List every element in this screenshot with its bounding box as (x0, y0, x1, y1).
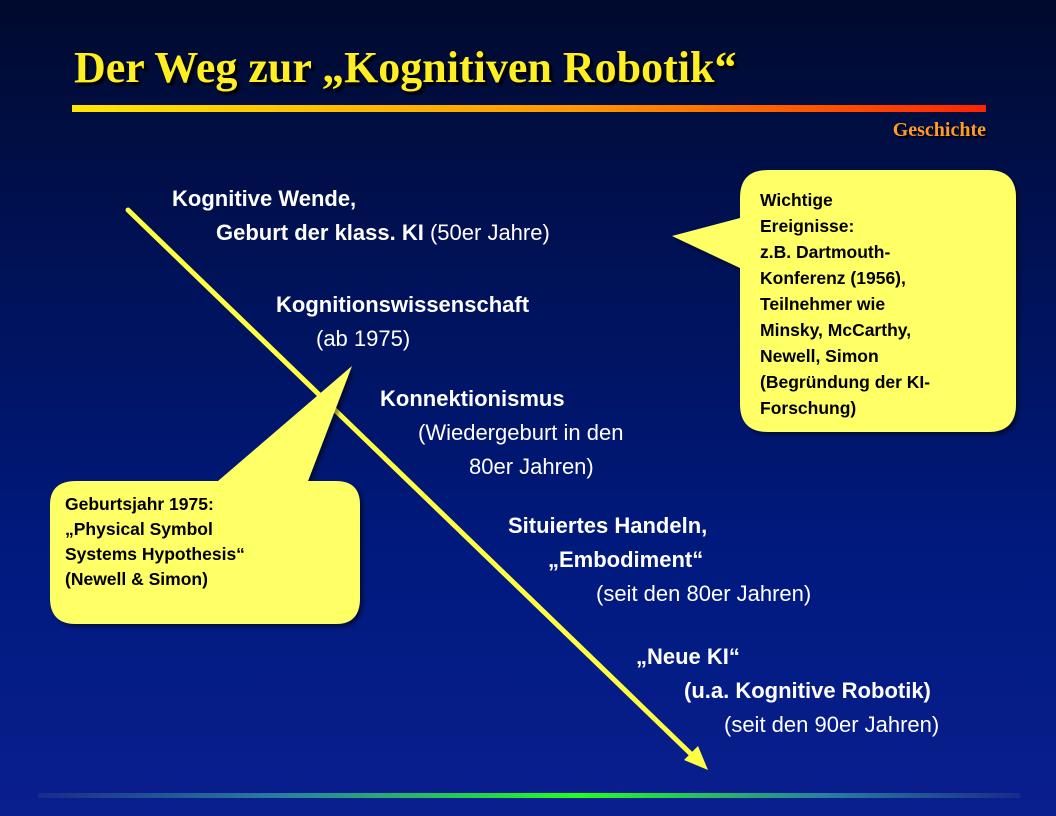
callout-right-line: (Begründung der KI- (760, 372, 931, 392)
callout-right-line: Newell, Simon (760, 346, 879, 366)
milestone-situated-action: Situiertes Handeln, „Embodiment“ (seit d… (508, 509, 811, 611)
milestone-new-ai: „Neue KI“ (u.a. Kognitive Robotik) (seit… (636, 640, 939, 742)
milestone-cognitive-turn: Kognitive Wende, Geburt der klass. KI (5… (172, 182, 550, 250)
callout-left-line: (Newell & Simon) (65, 569, 208, 589)
milestone-subline: (u.a. Kognitive Robotik) (684, 678, 931, 703)
callout-left-text: Geburtsjahr 1975: „Physical Symbol Syste… (65, 492, 345, 592)
timeline-arrowhead (684, 746, 708, 770)
milestone-subline: „Embodiment“ (548, 547, 704, 572)
callout-right-line: z.B. Dartmouth- (760, 242, 891, 262)
milestone-cognitive-science: Kognitionswissenschaft (ab 1975) (276, 288, 529, 356)
footer-gradient-bar (38, 793, 1020, 798)
milestone-connectionism: Konnektionismus (Wiedergeburt in den 80e… (380, 382, 623, 484)
callout-left-line: Geburtsjahr 1975: (65, 494, 214, 514)
callout-right-bubble (672, 170, 1016, 432)
milestone-subline: (ab 1975) (316, 326, 411, 351)
milestone-heading: Kognitionswissenschaft (276, 292, 530, 317)
timeline-line (125, 207, 695, 758)
milestone-subline: Geburt der klass. KI (50er Jahre) (172, 216, 550, 250)
title-underline (72, 105, 986, 112)
milestone-subline-plain: (50er Jahre) (423, 220, 550, 245)
milestone-heading: Situiertes Handeln, (508, 513, 708, 538)
milestone-heading: „Neue KI“ (636, 644, 740, 669)
milestone-subline: (seit den 90er Jahren) (724, 712, 940, 737)
milestone-heading: Kognitive Wende, (172, 186, 357, 211)
callout-left-line: „Physical Symbol (65, 519, 213, 539)
milestone-subline-bold: Geburt der klass. KI (216, 220, 424, 245)
callout-right-line: Forschung) (760, 398, 857, 418)
slide-title: Der Weg zur „Kognitiven Robotik“ (74, 43, 737, 92)
callout-right-line: Konferenz (1956), (760, 268, 906, 288)
milestone-subline: (seit den 80er Jahren) (596, 581, 812, 606)
milestone-subline: (Wiedergeburt in den (418, 420, 624, 445)
callout-right-line: Wichtige (760, 190, 833, 210)
callout-right-text: Wichtige Ereignisse: z.B. Dartmouth- Kon… (760, 187, 1000, 421)
milestone-heading: Konnektionismus (380, 386, 565, 411)
callout-right-line: Minsky, McCarthy, (760, 320, 912, 340)
milestone-subline: 80er Jahren) (469, 454, 594, 479)
section-label: Geschichte (892, 119, 986, 141)
callout-left-bubble (50, 366, 360, 624)
callout-right-line: Teilnehmer wie (760, 294, 886, 314)
callout-right-line: Ereignisse: (760, 216, 855, 236)
callout-left-line: Systems Hypothesis“ (65, 544, 245, 564)
